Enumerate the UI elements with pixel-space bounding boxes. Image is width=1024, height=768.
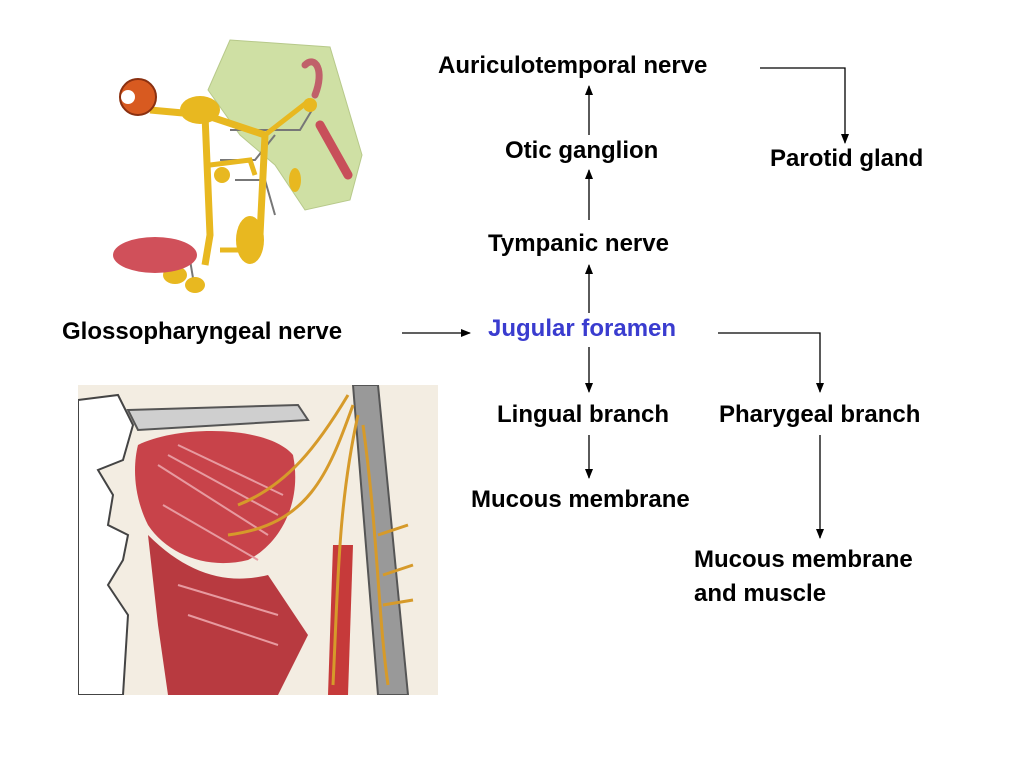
node-parotid-gland: Parotid gland bbox=[770, 145, 924, 172]
arrow-auriculotemporal-to-parotid bbox=[760, 67, 849, 144]
node-glossopharyngeal-nerve: Glossopharyngeal nerve bbox=[62, 318, 343, 345]
nerve-diagram-illustration bbox=[113, 39, 363, 293]
node-pharygeal-branch: Pharygeal branch bbox=[719, 401, 921, 428]
node-jugular-foramen: Jugular foramen bbox=[488, 315, 677, 342]
node-auriculotemporal-nerve: Auriculotemporal nerve bbox=[438, 52, 708, 79]
node-mucous-membrane-muscle-line2: and muscle bbox=[694, 580, 827, 607]
arrow-jugular-to-pharygeal bbox=[718, 332, 824, 393]
node-mucous-membrane: Mucous membrane bbox=[471, 486, 690, 513]
node-mucous-membrane-muscle-line1: Mucous membrane bbox=[694, 546, 913, 573]
node-lingual-branch: Lingual branch bbox=[497, 401, 670, 428]
node-otic-ganglion: Otic ganglion bbox=[505, 137, 659, 164]
head-muscle-illustration bbox=[78, 385, 438, 695]
node-tympanic-nerve: Tympanic nerve bbox=[488, 230, 669, 257]
